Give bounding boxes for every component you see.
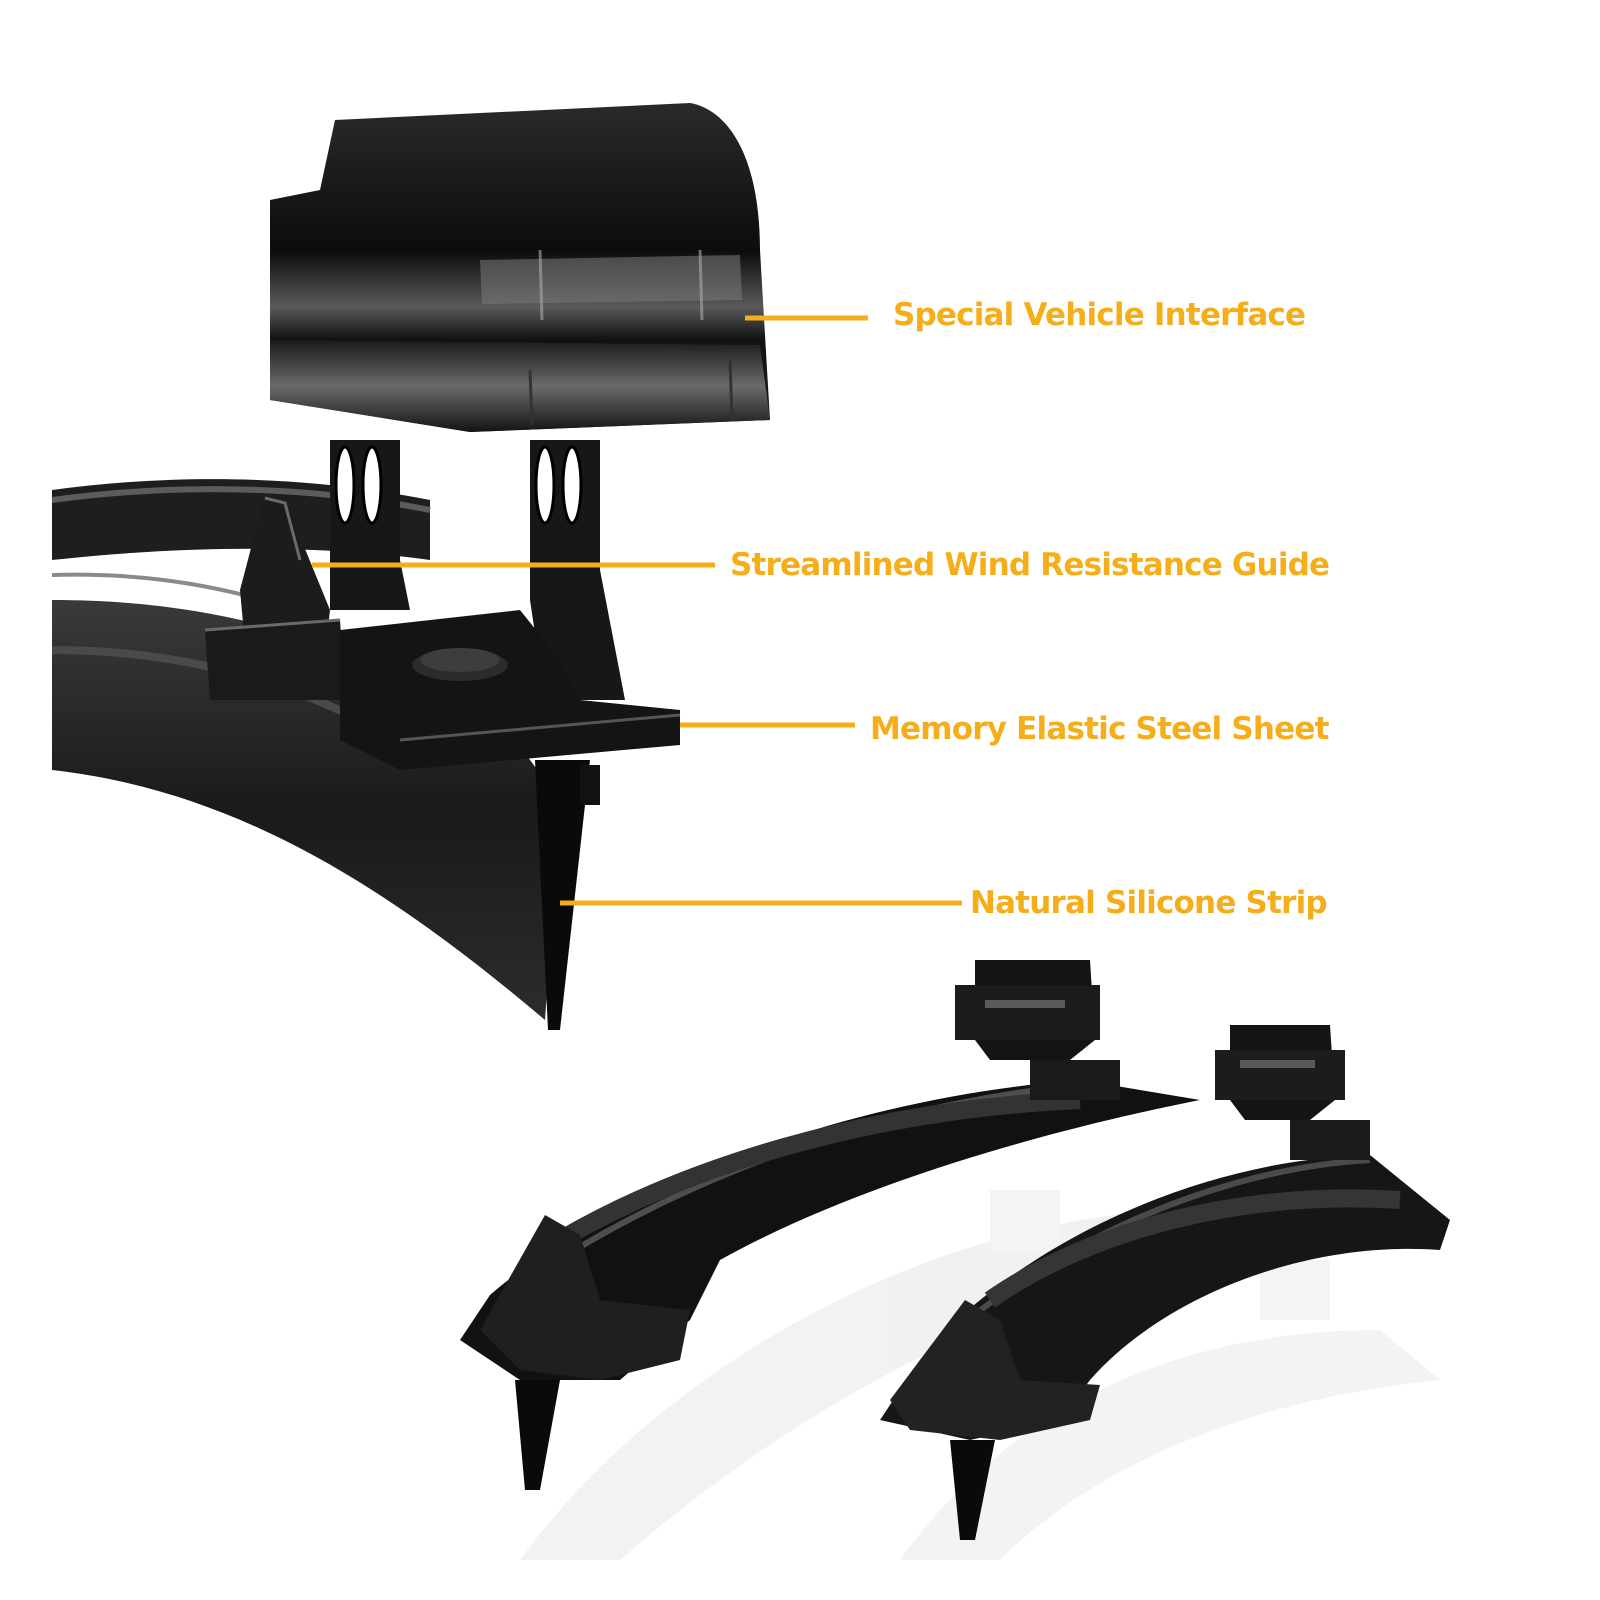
label-natural-silicone-strip: Natural Silicone Strip	[970, 885, 1328, 921]
callout-lines	[312, 315, 962, 906]
label-streamlined-wind-guide: Streamlined Wind Resistance Guide	[730, 547, 1330, 583]
label-special-vehicle-interface: Special Vehicle Interface	[893, 297, 1306, 333]
full-wiper-left	[460, 960, 1200, 1490]
label-memory-steel-sheet: Memory Elastic Steel Sheet	[870, 711, 1329, 747]
interface-cap	[270, 103, 770, 432]
full-wiper-right	[880, 1025, 1450, 1540]
